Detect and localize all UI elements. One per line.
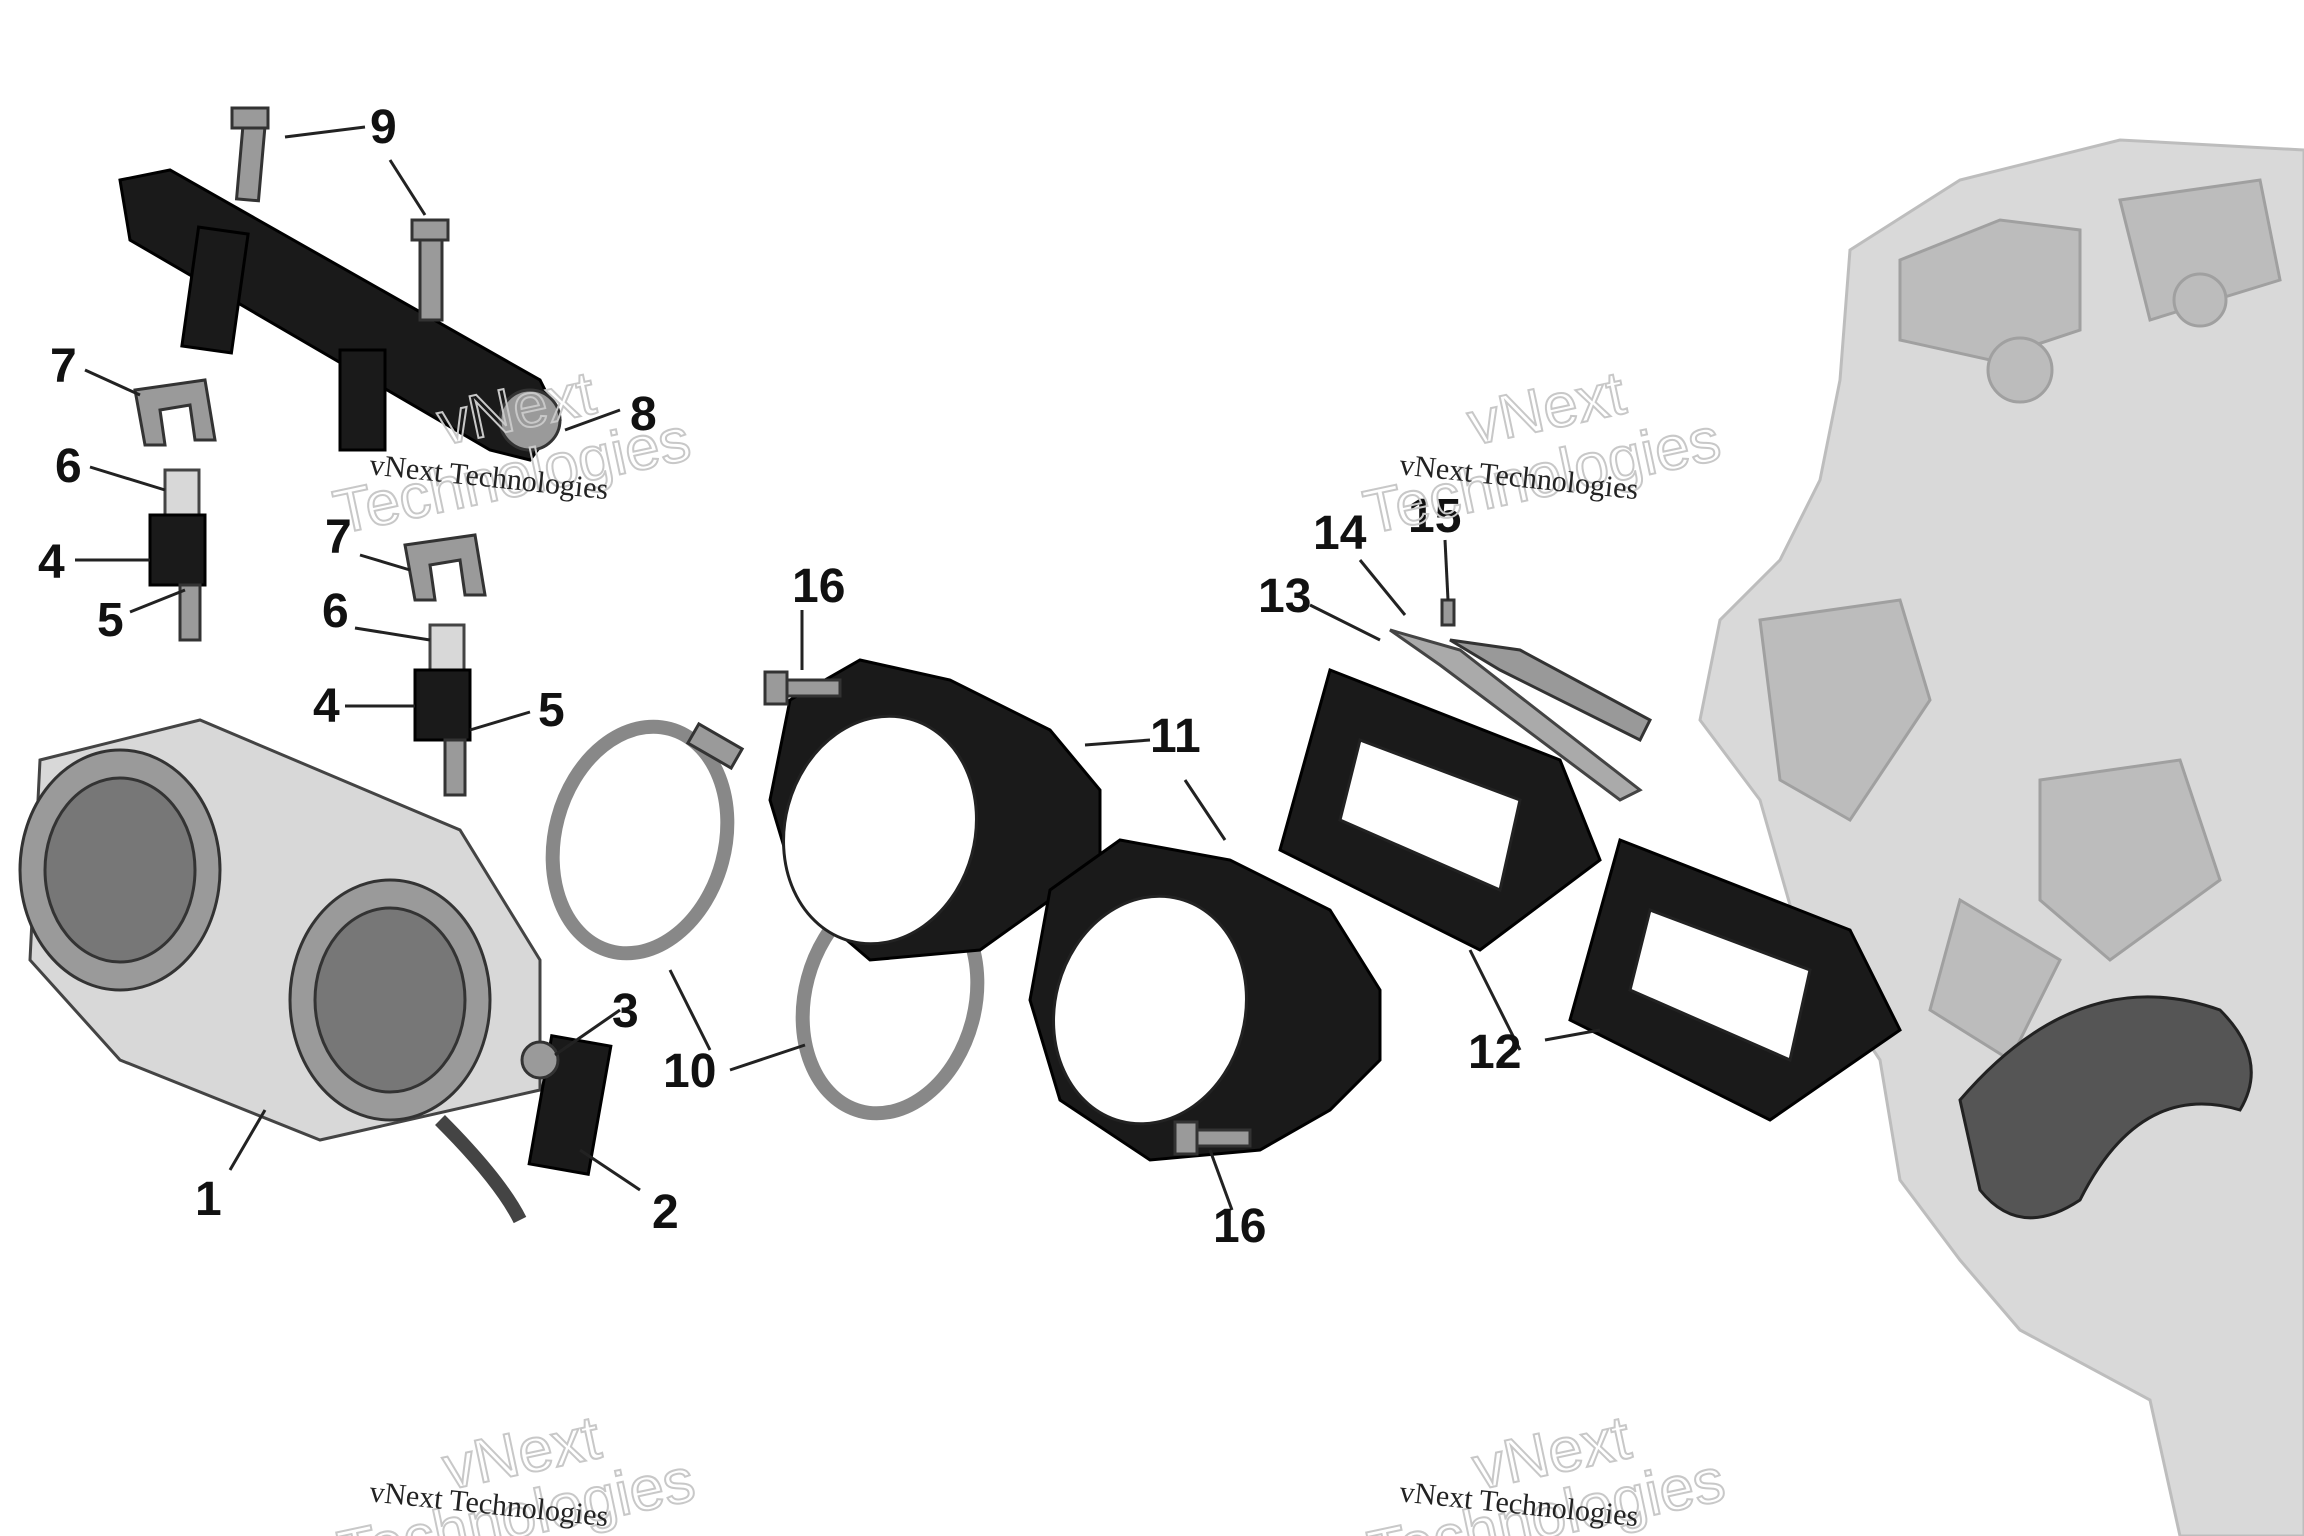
callout-7: 7 <box>50 340 77 393</box>
injector-clips <box>133 378 487 602</box>
intake-adapters <box>768 658 1382 1162</box>
gaskets-and-screw <box>1389 598 1652 802</box>
callout-1: 1 <box>195 1173 222 1226</box>
callout-7: 7 <box>325 511 352 564</box>
callout-6: 6 <box>55 440 82 493</box>
callout-10: 10 <box>663 1045 716 1098</box>
callout-3: 3 <box>612 985 639 1038</box>
fuel-rail <box>118 168 562 462</box>
callout-12: 12 <box>1468 1026 1521 1079</box>
callout-4: 4 <box>38 536 65 589</box>
callout-8: 8 <box>630 388 657 441</box>
callout-4: 4 <box>313 680 340 733</box>
adapter-bolts <box>763 670 1252 1156</box>
callout-6: 6 <box>322 585 349 638</box>
callout-labels: 9 7 6 4 5 8 7 6 4 5 3 2 1 10 16 11 16 12… <box>38 101 1521 1253</box>
callout-11: 11 <box>1150 710 1201 763</box>
throttle-body <box>18 718 613 1224</box>
leader-lines <box>75 125 1601 1211</box>
fuel-injectors <box>148 468 472 797</box>
callout-14: 14 <box>1313 507 1367 560</box>
callout-5: 5 <box>538 684 565 737</box>
engine-block <box>1698 138 2304 1536</box>
callout-16: 16 <box>1213 1200 1266 1253</box>
callout-9: 9 <box>370 101 397 154</box>
callout-13: 13 <box>1258 570 1311 623</box>
callout-15: 15 <box>1408 490 1461 543</box>
callout-5: 5 <box>97 594 124 647</box>
callout-2: 2 <box>652 1186 679 1239</box>
callout-16: 16 <box>792 560 845 613</box>
reed-valves <box>1278 667 1902 1122</box>
rail-bolts <box>230 106 450 322</box>
